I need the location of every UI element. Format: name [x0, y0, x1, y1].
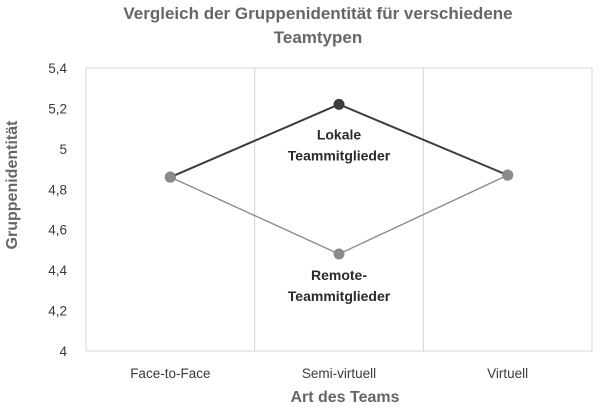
- text-group: Vergleich der Gruppenidentität für versc…: [4, 4, 528, 406]
- x-axis-title: Art des Teams: [290, 389, 399, 406]
- chart-title-line-2: Teamtypen: [274, 28, 363, 47]
- x-tick-label: Virtuell: [487, 366, 528, 381]
- x-tick-label: Face-to-Face: [130, 366, 210, 381]
- series-line: [170, 174, 508, 255]
- series-annotation: Teammitglieder: [288, 147, 391, 163]
- y-tick-label: 5,2: [48, 101, 67, 116]
- plot-frame: [85, 67, 593, 352]
- data-point: [164, 171, 176, 183]
- y-tick-label: 4: [59, 344, 67, 359]
- y-tick-label: 4,8: [48, 182, 67, 197]
- data-point: [502, 169, 514, 181]
- y-tick-label: 4,6: [48, 223, 67, 238]
- y-tick-label: 5: [59, 142, 67, 157]
- chart-title-line-1: Vergleich der Gruppenidentität für versc…: [123, 4, 512, 23]
- series-annotation: Lokale: [317, 126, 362, 142]
- y-tick-label: 4,4: [48, 263, 67, 278]
- y-tick-label: 4,2: [48, 304, 67, 319]
- gridlines: [254, 68, 424, 351]
- data-point: [333, 248, 345, 260]
- x-tick-label: Semi-virtuell: [302, 366, 376, 381]
- y-axis-title: Gruppenidentität: [4, 120, 21, 250]
- data-point: [333, 98, 345, 110]
- series-annotation: Remote-: [311, 267, 367, 283]
- y-tick-label: 5,4: [48, 61, 67, 76]
- series-annotation: Teammitglieder: [288, 288, 391, 304]
- plot-border: [85, 67, 593, 352]
- series-group: [164, 98, 514, 260]
